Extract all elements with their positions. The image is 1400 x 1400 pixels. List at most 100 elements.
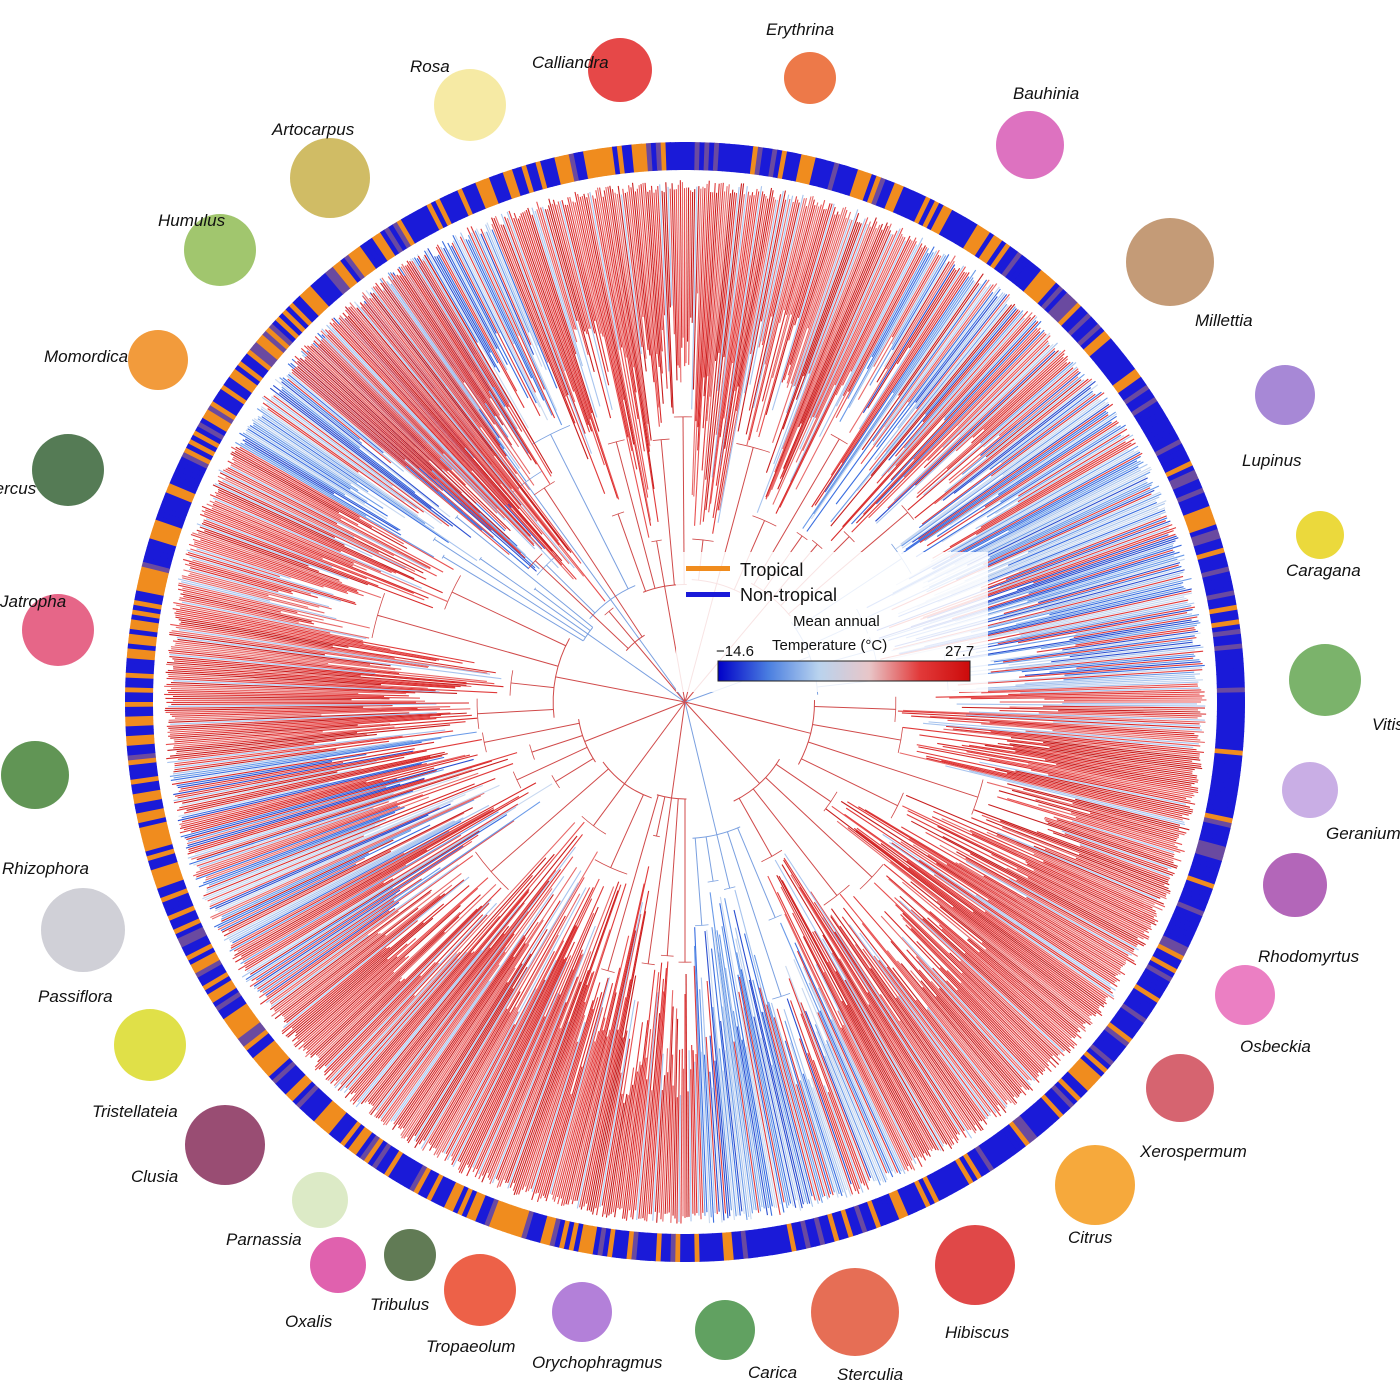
ring-segment [1133,983,1160,1004]
tree-branch [756,202,819,433]
tree-branch [513,217,591,433]
tree-branch [886,966,1002,1117]
ring-segment [1205,808,1234,820]
tree-branch [923,344,1050,469]
tree-branch [189,562,292,593]
ring-segment [879,1195,895,1224]
tree-branch [1030,769,1191,802]
tree-branch [179,754,466,826]
ring-segment [134,798,163,809]
tree-branch [921,393,1096,525]
tree-branch [297,360,420,469]
ring-segment [426,202,445,231]
tree-branch [998,368,1079,437]
tree-branch [841,1027,909,1167]
ring-segment [986,240,1007,267]
tree-branch [752,194,804,408]
tree-branch [952,679,1203,692]
tree-branch [557,201,591,329]
tree-branch [918,969,1022,1088]
tree-branch [617,1022,644,1209]
ring-segment [1207,595,1236,606]
tree-branch [409,260,537,465]
tree-branch [949,952,1059,1056]
ring-segment [669,1233,676,1262]
tree-branch [506,218,576,403]
tree-branch [1078,853,1169,890]
tropical-status-ring [125,142,1246,1262]
ring-segment [1131,397,1158,417]
tree-branch [705,836,714,882]
tree-branch [210,792,485,919]
ring-segment [970,1148,990,1175]
tree-branch [520,213,591,420]
tree-branch [179,781,367,830]
tree-branch [712,198,769,534]
tree-branch [524,929,611,1187]
tree-branch [267,408,359,473]
tree-branch [778,875,931,1157]
ring-segment [830,1212,845,1241]
tree-branch [180,593,312,623]
tree-branch [173,749,337,773]
tree-branch [814,1024,881,1186]
tree-branch [890,792,904,819]
ring-segment [934,1169,953,1197]
ring-segment [135,802,164,814]
ring-segment [355,1131,377,1158]
tree-branch [176,604,363,642]
tree-branch [206,819,387,891]
ring-segment [781,1224,792,1253]
tree-branch [307,348,463,494]
tree-branch [372,286,582,564]
tree-branch [916,294,1008,410]
tree-branch [516,746,588,781]
tree-branch [984,911,1109,998]
tree-branch [429,877,585,1146]
tree-branch [888,308,1017,461]
tree-branch [966,751,1199,794]
tree-branch [862,948,986,1120]
tree-branch [560,967,621,1206]
tree-branch [338,326,473,472]
tree-branch [719,896,778,1208]
ring-segment [735,144,745,173]
tree-branch [870,967,984,1131]
ring-segment [295,1084,319,1109]
ring-segment [731,144,740,173]
ring-segment [289,302,313,326]
ring-segment [125,676,154,684]
tree-branch [400,867,578,1136]
ring-segment [620,1230,630,1259]
tree-branch [1020,687,1200,694]
tree-branch [783,195,814,311]
tree-branch [257,418,369,493]
tree-branch [1036,629,1196,653]
ring-segment [139,570,168,583]
ring-segment [853,1205,868,1234]
tree-branch [703,183,716,378]
tree-branch [371,297,495,457]
tree-branch [662,990,674,1222]
tree-branch [634,641,686,703]
ring-segment [125,715,154,722]
tree-branch [642,182,658,355]
tree-branch [684,701,811,734]
tree-branch [584,701,686,742]
tree-branch [393,935,525,1125]
ring-segment [391,1155,411,1183]
ring-segment [1070,316,1096,340]
tree-branch [1043,741,1201,761]
tree-branch [1089,812,1179,838]
tree-branch [168,712,467,729]
ring-segment [739,1230,749,1260]
tree-branch [999,709,1202,717]
ring-segment [1022,1109,1045,1135]
tree-branch [957,669,1203,686]
geranium-icon [1282,762,1338,818]
tree-branch [310,916,460,1058]
ring-segment [577,1224,589,1253]
tree-branch [999,522,1170,587]
tree-branch [415,953,532,1142]
tree-branch [701,182,724,471]
